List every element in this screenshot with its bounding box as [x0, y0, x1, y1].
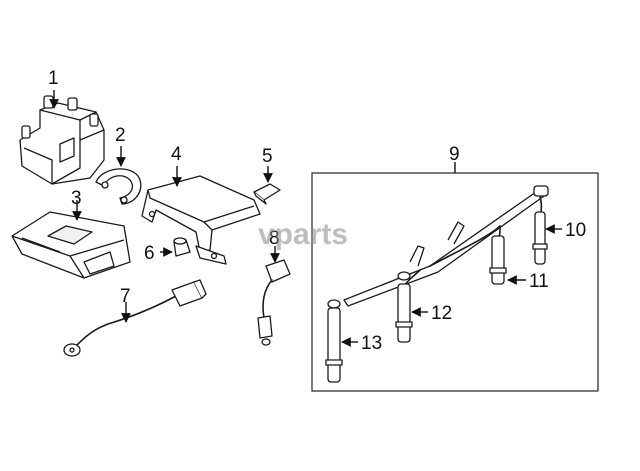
- callout-12: 12: [431, 303, 452, 324]
- control-module[interactable]: [11, 211, 131, 279]
- ignition-coil[interactable]: [19, 95, 105, 185]
- callout-3: 3: [71, 188, 82, 209]
- watermark: vparts: [258, 218, 348, 251]
- callout-4: 4: [171, 144, 182, 165]
- wire-10[interactable]: [532, 185, 549, 265]
- wire-set-frame: [311, 172, 599, 392]
- callout-9: 9: [449, 144, 460, 165]
- mounting-bracket[interactable]: [141, 175, 261, 265]
- wire-11[interactable]: [489, 225, 507, 285]
- callout-2: 2: [115, 125, 126, 146]
- callout-1: 1: [48, 68, 59, 89]
- callout-10: 10: [565, 220, 586, 241]
- callout-6: 6: [144, 243, 155, 264]
- grommet[interactable]: [173, 237, 191, 257]
- callout-13: 13: [361, 333, 382, 354]
- coil-bracket[interactable]: [95, 168, 142, 205]
- callout-5: 5: [262, 146, 273, 167]
- wire-13[interactable]: [325, 299, 343, 383]
- callout-8: 8: [269, 228, 280, 249]
- knock-sensor[interactable]: [63, 279, 207, 357]
- ignition-wire-set[interactable]: [325, 185, 549, 383]
- callout-11: 11: [529, 271, 549, 292]
- callout-7: 7: [120, 286, 131, 307]
- crank-sensor[interactable]: [257, 259, 291, 346]
- wire-12[interactable]: [395, 271, 413, 343]
- cover-plate[interactable]: [253, 183, 281, 205]
